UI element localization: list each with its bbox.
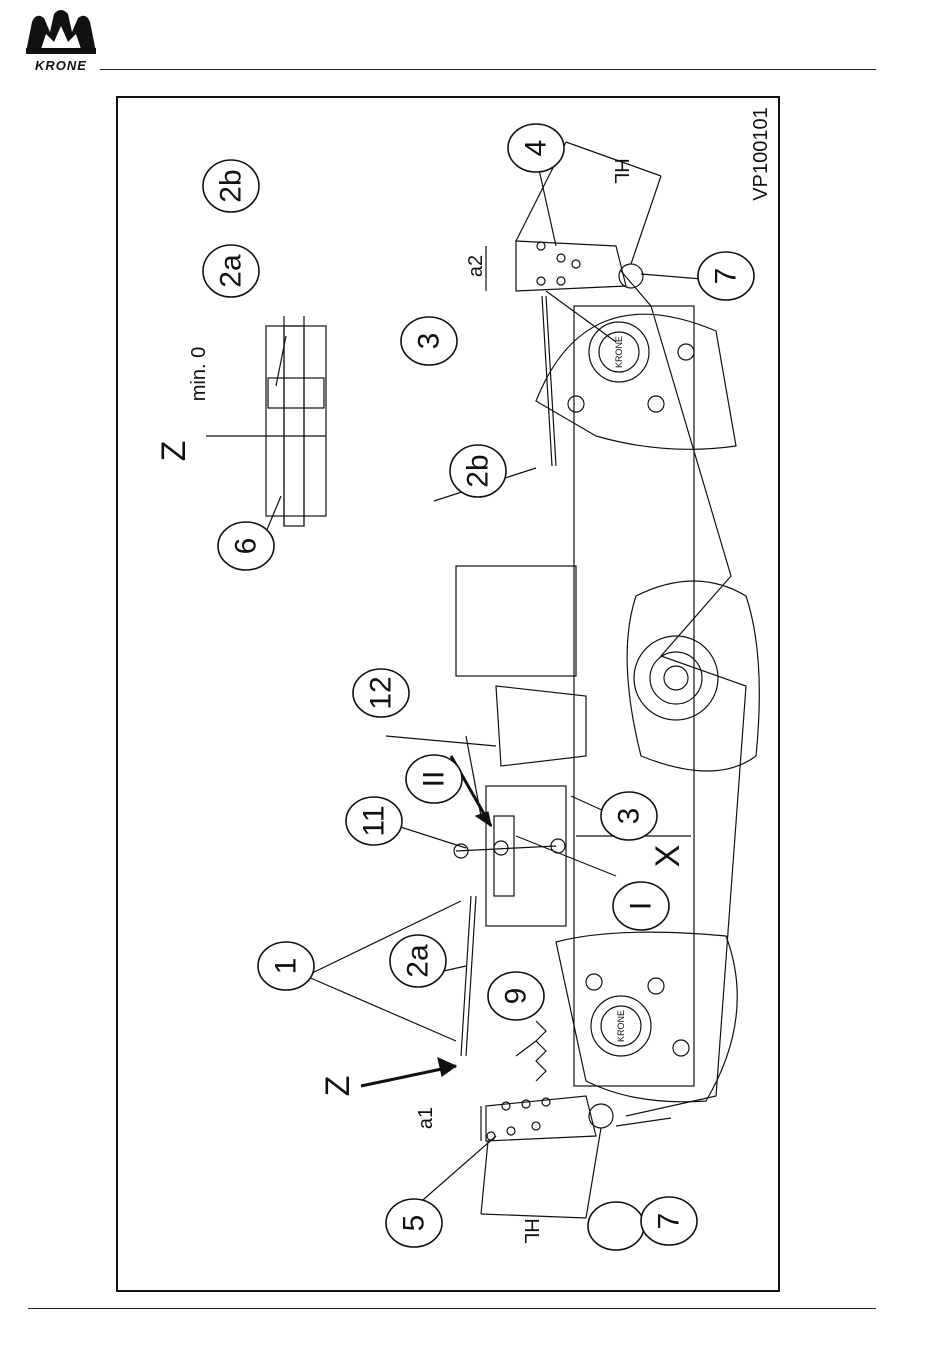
main-beam <box>574 306 694 1086</box>
callout-5: 5 <box>398 1215 431 1232</box>
bracket-12 <box>496 686 586 766</box>
top-hub-mark: KRONE <box>614 336 624 368</box>
callout-7-top: 7 <box>710 268 743 285</box>
callout-2b-top: 2b <box>215 169 248 202</box>
callout-ii: II <box>418 771 451 788</box>
dimension-a1-label: a1 <box>415 1107 437 1129</box>
detail-z-housing <box>266 326 326 516</box>
krone-logo: KRONE <box>22 8 100 72</box>
bottom-hub-plate <box>556 932 737 1102</box>
bottom-hub-mark: KRONE <box>616 1010 626 1042</box>
adjust-plate-top <box>516 241 626 291</box>
min-label: min. 0 <box>188 347 210 401</box>
lever <box>456 846 556 851</box>
callout-7-bottom-bubble <box>588 1202 644 1250</box>
dimension-x-label: X <box>649 845 687 868</box>
callout-3-top: 3 <box>413 333 446 350</box>
callout-4: 4 <box>520 140 553 157</box>
callout-2b: 2b <box>462 454 495 487</box>
top-hub-plate <box>536 314 736 449</box>
middle-hub-plate <box>627 581 759 771</box>
krone-crown-icon <box>22 8 100 56</box>
detail-z-label: Z <box>155 441 193 462</box>
dimension-a2-label: a2 <box>465 255 487 277</box>
drawing-code: VP100101 <box>750 107 772 200</box>
callout-9: 9 <box>500 988 533 1005</box>
callout-1: 1 <box>270 958 303 975</box>
technical-drawing: 4 3 7 7 5 1 2a 9 11 II 12 3 I 2b 6 2a 2b… <box>116 96 780 1292</box>
middle-hub <box>634 636 718 720</box>
spring-9 <box>536 1021 546 1081</box>
rod-2a <box>466 896 476 1056</box>
header-rule <box>100 69 876 70</box>
callout-2a-top: 2a <box>215 254 248 288</box>
callout-i: I <box>625 902 658 910</box>
callout-6: 6 <box>230 538 263 555</box>
dimension-hl-bottom-label: HL <box>520 1218 542 1244</box>
pivot-7-top <box>619 264 643 288</box>
callout-12: 12 <box>365 676 398 709</box>
linkage-block <box>486 786 566 926</box>
callout-2a: 2a <box>402 944 435 978</box>
adjust-plate-bottom <box>486 1096 596 1141</box>
upper-block <box>456 566 576 676</box>
callout-11: 11 <box>358 805 391 836</box>
callout-3-mid: 3 <box>613 808 646 825</box>
pivot-7-bottom <box>589 1104 613 1128</box>
arrow-z-label: Z <box>319 1076 357 1097</box>
dimension-hl-top-label: HL <box>610 158 632 184</box>
callout-7-bottom: 7 <box>653 1213 686 1230</box>
footer-rule <box>28 1308 876 1309</box>
brand-name: KRONE <box>22 58 100 73</box>
